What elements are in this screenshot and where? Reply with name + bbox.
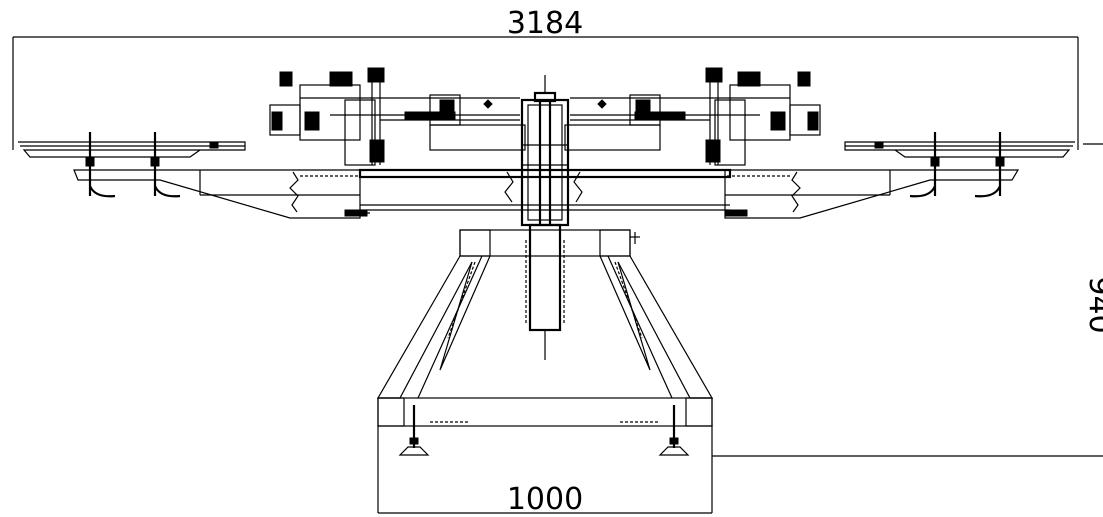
- base-frame: [376, 229, 714, 456]
- dimension-label-overall-width: 3184: [507, 6, 583, 41]
- dimension-label-height: 940: [1082, 276, 1103, 333]
- dimension-label-base-width: 1000: [507, 482, 583, 517]
- central-column: [520, 75, 570, 360]
- center-beams: [358, 168, 732, 211]
- arm-right: [724, 169, 1020, 219]
- pallet-left: [18, 141, 246, 158]
- dimension-overall-width: 3184: [12, 6, 1079, 150]
- arm-left: [73, 169, 370, 219]
- pallet-right: [844, 141, 1075, 158]
- print-head-right: [564, 67, 821, 166]
- pallet-bolts: [85, 132, 1005, 198]
- print-head-left: [269, 67, 526, 166]
- dimension-base-width: 1000: [377, 425, 713, 517]
- dimension-height: 940: [712, 143, 1103, 457]
